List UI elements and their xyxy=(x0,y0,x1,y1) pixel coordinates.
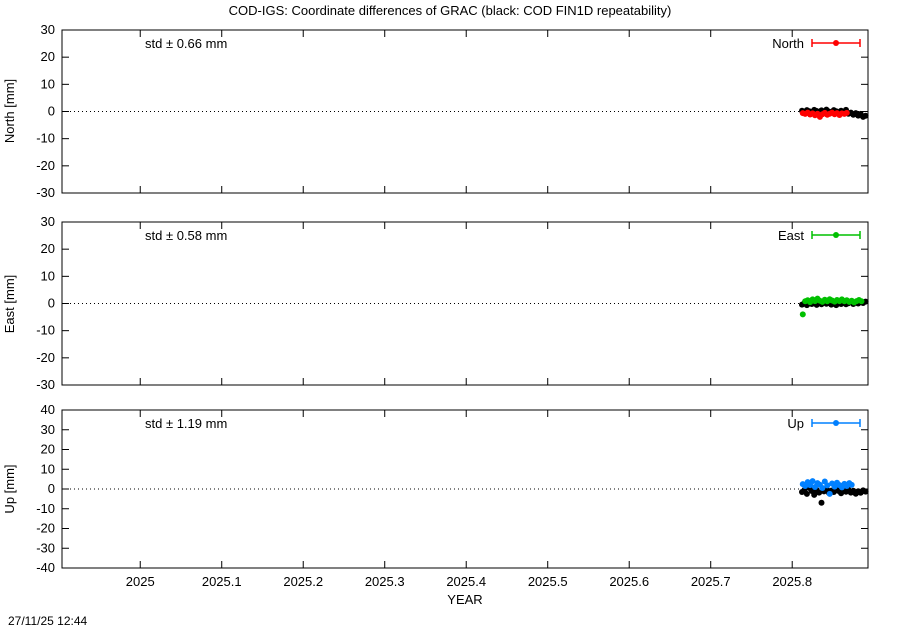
y-tick-label: 0 xyxy=(48,104,55,119)
x-tick-label: 2025.4 xyxy=(446,574,486,589)
data-point xyxy=(848,481,855,488)
east-legend-label: East xyxy=(778,228,804,243)
north-std-label: std ± 0.66 mm xyxy=(145,36,227,51)
x-tick-label: 2025.7 xyxy=(691,574,731,589)
east-panel: -30 -20 -10 0 10 20 30 xyxy=(36,214,869,392)
y-tick-label: 0 xyxy=(48,296,55,311)
data-point xyxy=(811,491,818,498)
data-point xyxy=(843,109,850,116)
data-point xyxy=(818,499,825,506)
y-tick-label: -40 xyxy=(36,560,55,575)
data-point xyxy=(858,298,865,305)
up-std-label: std ± 1.19 mm xyxy=(145,416,227,431)
y-tick-label: 10 xyxy=(41,76,55,91)
north-y-axis-label: North [mm] xyxy=(2,79,17,143)
y-tick-label: 10 xyxy=(41,268,55,283)
data-point xyxy=(803,490,810,497)
data-point xyxy=(862,112,869,119)
x-axis-label: YEAR xyxy=(447,592,482,607)
legend-point xyxy=(833,232,839,238)
legend-point xyxy=(833,420,839,426)
y-tick-label: -30 xyxy=(36,540,55,555)
up-legend-label: Up xyxy=(787,416,804,431)
up-panel: -40 -30 -20 -10 0 10 20 30 40 2025 2025.1 2025.2 202… xyxy=(36,402,869,589)
y-tick-label: 20 xyxy=(41,49,55,64)
y-tick-label: 20 xyxy=(41,442,55,457)
data-point xyxy=(809,478,816,485)
y-tick-label: -20 xyxy=(36,350,55,365)
y-tick-label: -30 xyxy=(36,185,55,200)
x-tick-label: 2025.1 xyxy=(202,574,242,589)
x-tick-label: 2025.3 xyxy=(365,574,405,589)
x-tick-label: 2025.5 xyxy=(528,574,568,589)
north-panel: -30 -20 -10 0 10 20 30 xyxy=(36,22,869,200)
y-tick-label: -10 xyxy=(36,131,55,146)
y-tick-label: -20 xyxy=(36,158,55,173)
data-point xyxy=(824,482,831,489)
y-tick-label: 20 xyxy=(41,241,55,256)
generated-plot-layer: -30 -20 -10 0 10 20 30 -30 -20 -10 0 10 20 30 -40 -30 -2… xyxy=(36,22,869,589)
north-legend-label: North xyxy=(772,36,804,51)
y-tick-label: 30 xyxy=(41,422,55,437)
y-tick-label: 10 xyxy=(41,461,55,476)
y-tick-label: -10 xyxy=(36,323,55,338)
data-point xyxy=(816,489,823,496)
legend-point xyxy=(833,40,839,46)
x-tick-label: 2025.2 xyxy=(283,574,323,589)
chart-title: COD-IGS: Coordinate differences of GRAC … xyxy=(229,3,672,18)
x-tick-label: 2025 xyxy=(126,574,155,589)
data-point xyxy=(819,485,826,491)
east-std-label: std ± 0.58 mm xyxy=(145,228,227,243)
y-tick-label: 30 xyxy=(41,214,55,229)
east-y-axis-label: East [mm] xyxy=(2,275,17,334)
y-tick-label: 30 xyxy=(41,22,55,37)
data-point xyxy=(799,311,806,318)
y-tick-label: -10 xyxy=(36,501,55,516)
timestamp: 27/11/25 12:44 xyxy=(8,614,88,628)
data-point xyxy=(826,490,833,497)
y-tick-label: -30 xyxy=(36,377,55,392)
y-tick-label: -20 xyxy=(36,521,55,536)
y-tick-label: 0 xyxy=(48,481,55,496)
up-y-axis-label: Up [mm] xyxy=(2,464,17,513)
x-tick-label: 2025.8 xyxy=(772,574,812,589)
x-tick-label: 2025.6 xyxy=(609,574,649,589)
data-point xyxy=(862,488,869,495)
y-tick-label: 40 xyxy=(41,402,55,417)
